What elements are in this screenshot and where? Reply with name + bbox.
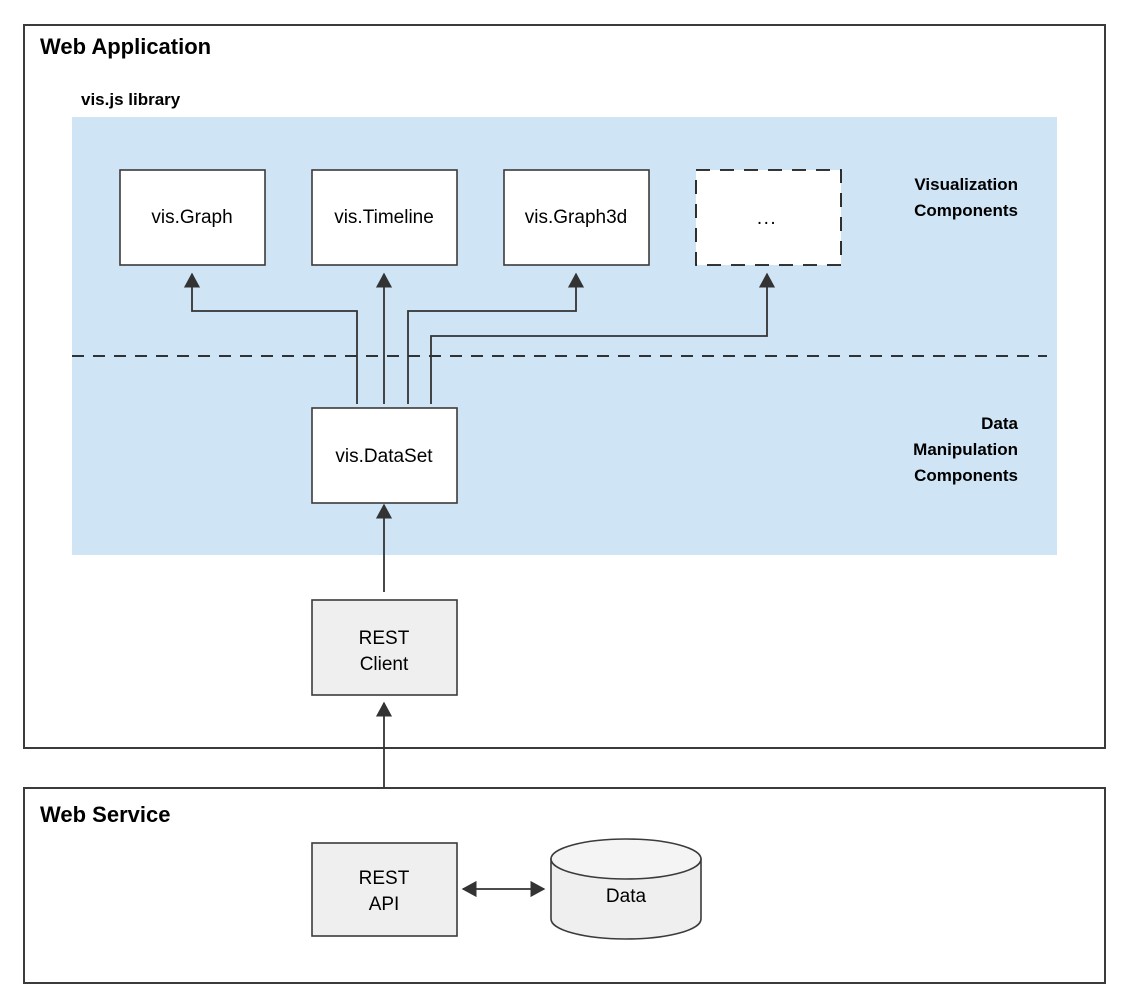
data-label-line1: Data bbox=[981, 414, 1018, 433]
visualization-components-label: Visualization Components bbox=[914, 175, 1018, 220]
rest-client-label-line1: REST bbox=[359, 628, 410, 649]
web-service-title: Web Service bbox=[40, 802, 170, 827]
node-vis-graph[interactable]: vis.Graph bbox=[119, 169, 266, 266]
node-data-store[interactable]: Data bbox=[550, 838, 702, 940]
connector-dataset-to-graph bbox=[183, 272, 358, 404]
data-label-line3: Components bbox=[914, 466, 1018, 485]
rest-client-label-line2: Client bbox=[360, 654, 409, 675]
vis-timeline-box[interactable] bbox=[311, 169, 458, 266]
vis-graph-label: vis.Graph bbox=[151, 207, 232, 228]
rest-api-label-line1: REST bbox=[359, 868, 410, 889]
data-store-label: Data bbox=[606, 886, 647, 907]
data-store-cylinder-top bbox=[550, 838, 702, 880]
data-store-cylinder-body[interactable] bbox=[550, 858, 702, 940]
visjs-library-title: vis.js library bbox=[81, 90, 181, 109]
vis-dataset-label: vis.DataSet bbox=[335, 446, 433, 467]
vis-graph3d-box[interactable] bbox=[503, 169, 650, 266]
more-components-label: ... bbox=[757, 208, 777, 229]
vis-graph3d-label: vis.Graph3d bbox=[525, 207, 627, 228]
rest-client-box[interactable] bbox=[311, 599, 458, 696]
node-rest-client[interactable]: REST Client bbox=[311, 599, 458, 696]
node-more-components[interactable]: ... bbox=[695, 169, 842, 266]
connector-dataset-to-ellipsis bbox=[430, 272, 776, 404]
data-manipulation-components-label: Data Manipulation Components bbox=[913, 414, 1018, 485]
node-vis-dataset[interactable]: vis.DataSet bbox=[311, 407, 458, 504]
rest-api-label-line2: API bbox=[369, 894, 400, 915]
more-components-box[interactable] bbox=[695, 169, 842, 266]
web-application-title: Web Application bbox=[40, 34, 211, 59]
node-vis-graph3d[interactable]: vis.Graph3d bbox=[503, 169, 650, 266]
visualization-label-line1: Visualization bbox=[914, 175, 1018, 194]
visualization-label-line2: Components bbox=[914, 201, 1018, 220]
connector-dataset-to-graph3d bbox=[407, 272, 585, 404]
node-rest-api[interactable]: REST API bbox=[311, 842, 458, 937]
vis-dataset-box[interactable] bbox=[311, 407, 458, 504]
data-label-line2: Manipulation bbox=[913, 440, 1018, 459]
vis-graph-box[interactable] bbox=[119, 169, 266, 266]
rest-api-box[interactable] bbox=[311, 842, 458, 937]
visjs-library-panel: vis.js library Visualization Components … bbox=[72, 90, 1057, 555]
node-vis-timeline[interactable]: vis.Timeline bbox=[311, 169, 458, 266]
vis-timeline-label: vis.Timeline bbox=[334, 207, 434, 228]
